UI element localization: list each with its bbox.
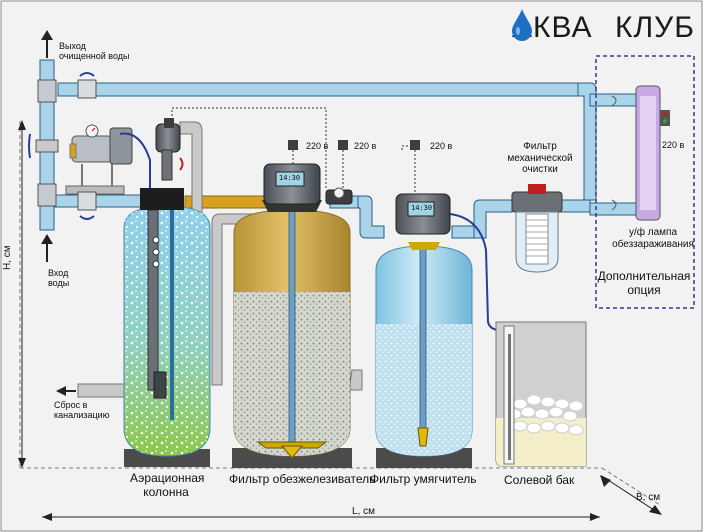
compressor	[65, 124, 151, 195]
iron-filter-label: Фильтр обезжелезиватель	[229, 472, 376, 486]
drain-label: Сброс в канализацию	[54, 400, 110, 421]
uv-lamp	[611, 85, 670, 221]
power-wires	[171, 107, 410, 190]
iron-removal-tank	[232, 140, 352, 468]
brand-logo: АКВА КЛУБ	[512, 9, 695, 49]
power-label-2: 220 в	[354, 141, 377, 151]
mech-filter-label: Фильтр механической очистки	[507, 141, 573, 175]
inlet-label: Вход воды	[48, 268, 70, 289]
softener-tank	[375, 140, 473, 468]
power-boxes	[164, 118, 174, 128]
outlet-arrow-icon	[41, 30, 53, 58]
water-drop-icon	[512, 9, 532, 41]
uv-pipe-bottom	[589, 202, 641, 216]
aeration-label: Аэрационная колонна	[130, 471, 205, 499]
uv-pipe-top	[589, 93, 641, 107]
outlet-tee	[37, 79, 57, 103]
softener-label: Фильтр умягчитель	[370, 472, 477, 486]
outlet-pipe	[57, 82, 597, 201]
controller-display-2: 14:30	[411, 204, 433, 212]
power-label-1: 220 в	[306, 141, 329, 151]
bypass-valve-icon	[28, 133, 59, 159]
aerator-injector	[325, 140, 353, 205]
inlet-tee	[37, 183, 57, 207]
brine-tank	[495, 321, 587, 467]
outlet-label: Выход очищенной воды	[59, 41, 130, 62]
uv-lamp-label: у/ф лампа обеззараживания	[612, 227, 694, 250]
outlet-valve-icon	[77, 72, 97, 99]
dimension-h	[18, 120, 26, 468]
controller-display-1: 14:30	[279, 174, 301, 182]
logo-right-text: КЛУБ	[615, 11, 695, 44]
aeration-column	[123, 123, 211, 467]
power-label-3: 220 в	[430, 141, 453, 151]
optional-frame	[595, 55, 695, 309]
dimension-b	[600, 475, 662, 515]
power-label-4: 220 в	[662, 140, 685, 150]
brine-tank-label: Солевой бак	[504, 473, 575, 487]
drain-arrow-icon	[56, 386, 76, 396]
brine-line	[449, 213, 501, 331]
width-axis-label: B, см	[636, 492, 661, 503]
inlet-valve-icon	[77, 191, 97, 220]
dimension-l	[42, 513, 600, 521]
inlet-arrow-icon	[41, 234, 53, 262]
height-axis-label: H, см	[2, 245, 13, 270]
mechanical-filter	[511, 184, 563, 273]
optional-label: Дополнительная опция	[597, 269, 691, 297]
length-axis-label: L, см	[352, 506, 375, 517]
